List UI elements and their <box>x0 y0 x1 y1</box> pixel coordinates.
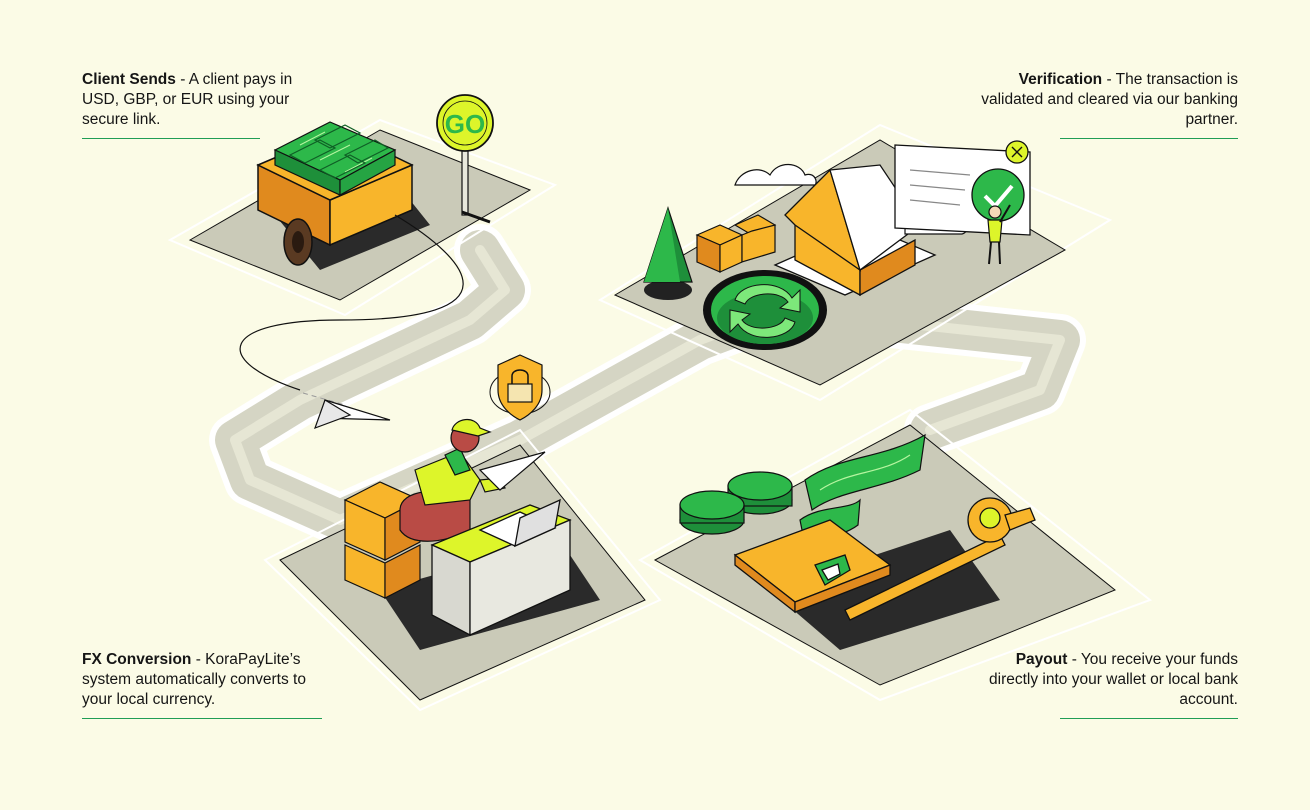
step-title: Verification <box>1019 71 1103 88</box>
step-fx-conversion: FX Conversion - KoraPayLite’s system aut… <box>82 650 332 710</box>
step-underline <box>1060 138 1238 139</box>
verification-card <box>895 141 1030 235</box>
go-sign-label: GO <box>445 109 485 139</box>
cart-wheel <box>284 219 312 265</box>
step-underline <box>1060 718 1238 719</box>
step-title: Client Sends <box>82 71 176 88</box>
step-payout: Payout - You receive your funds directly… <box>988 650 1238 710</box>
sync-icon <box>703 270 827 350</box>
step-verification: Verification - The transaction is valida… <box>978 70 1238 130</box>
cloud-icon <box>735 164 816 185</box>
step-client-sends: Client Sends - A client pays in USD, GBP… <box>82 70 322 130</box>
step-underline <box>82 718 322 719</box>
step-underline <box>82 138 260 139</box>
step-title: Payout <box>1016 651 1068 668</box>
paper-plane-icon <box>315 400 390 428</box>
step-title: FX Conversion <box>82 651 191 668</box>
